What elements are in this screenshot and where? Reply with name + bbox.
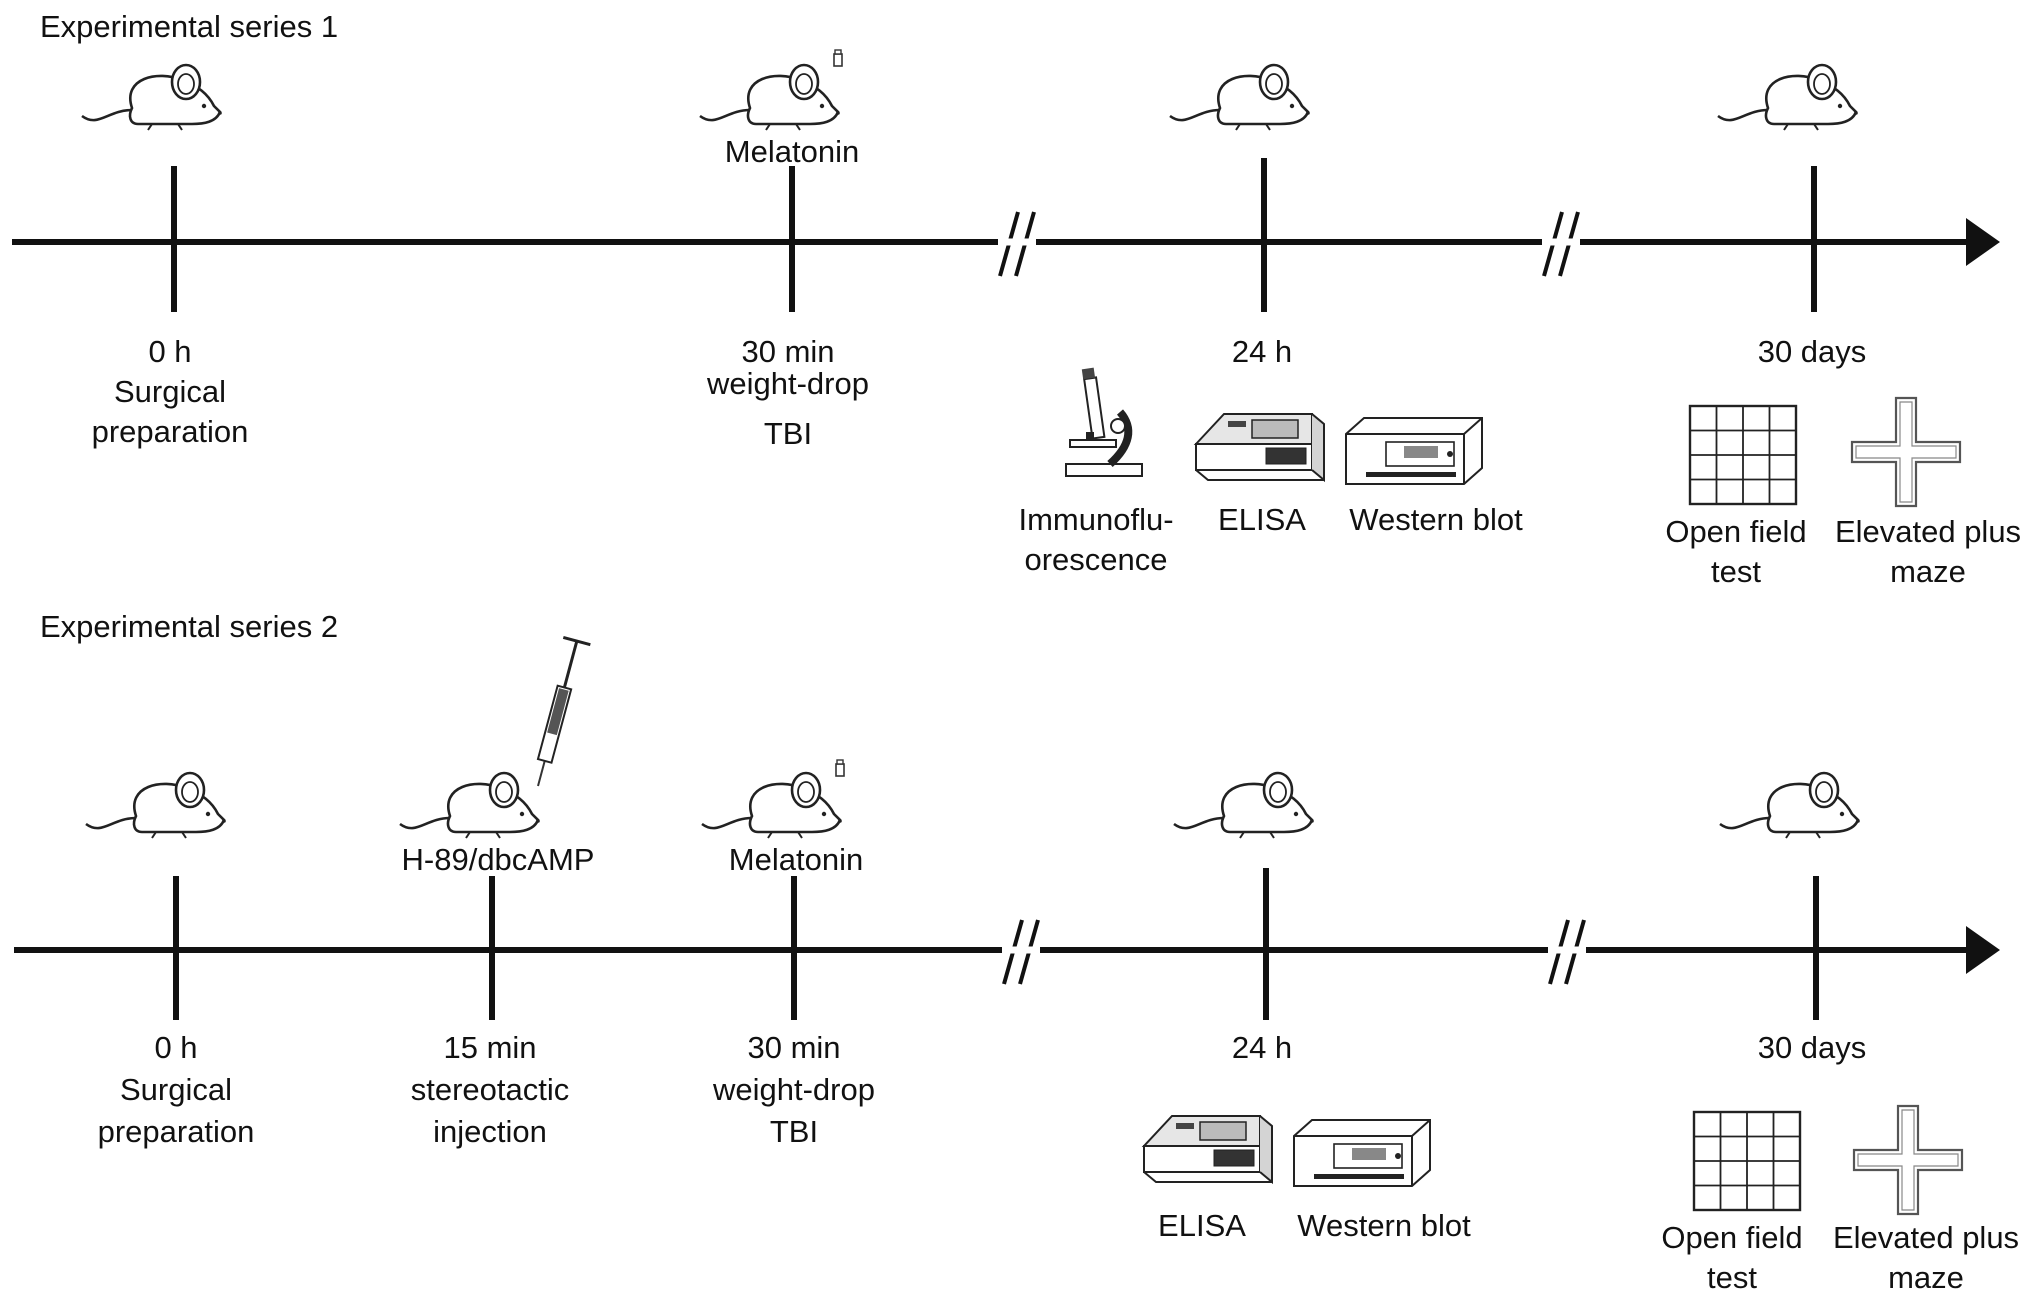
series1-time-0h: 0 h [148, 334, 191, 369]
series1-time-30days: 30 days [1758, 334, 1867, 369]
series2-melatonin-vial-icon [835, 759, 845, 777]
series2-mouse-24h [1172, 771, 1316, 840]
series1-test-openfield-line2: test [1711, 554, 1761, 589]
series1-mouse-30min [698, 63, 842, 132]
series1-desc-30min-line1: weight-drop [706, 366, 869, 401]
series2-axis-arrowhead [1966, 926, 2000, 974]
series2-time-30days: 30 days [1758, 1030, 1867, 1065]
series1-assay-western: Western blot [1349, 502, 1523, 537]
series2-melatonin-label: Melatonin [729, 842, 863, 877]
open-field-grid-icon [1692, 1110, 1802, 1212]
series2-desc-15min-line1: stereotactic [411, 1072, 570, 1107]
series1-desc-0h-line2: preparation [92, 414, 249, 449]
series1-time-30min: 30 min [741, 334, 834, 369]
microscope-icon [1066, 368, 1142, 476]
syringe-icon [522, 635, 592, 792]
series2-axis-break-1 [1002, 919, 1040, 985]
series2-mouse-15min [398, 771, 542, 840]
western-blot-device-icon [1345, 417, 1483, 485]
series1-axis-arrowhead [1966, 218, 2000, 266]
series2-assay-elisa: ELISA [1158, 1208, 1246, 1243]
series2-title: Experimental series 2 [40, 609, 338, 644]
series2-mouse-30min [700, 771, 844, 840]
series1-test-plusmaze-line1: Elevated plus [1835, 514, 2021, 549]
series2-time-24h: 24 h [1232, 1030, 1292, 1065]
series1-mouse-30days [1716, 63, 1860, 132]
series1-test-plusmaze-line2: maze [1890, 554, 1966, 589]
series1-melatonin-label: Melatonin [725, 134, 859, 169]
series2-time-15min: 15 min [443, 1030, 536, 1065]
series1-time-24h: 24 h [1232, 334, 1292, 369]
series1-axis-break-2 [1542, 211, 1580, 277]
series2-test-plusmaze-line1: Elevated plus [1833, 1220, 2019, 1255]
series2-mouse-0h [84, 771, 228, 840]
elevated-plus-maze-icon [1852, 1104, 1964, 1216]
open-field-grid-icon [1688, 404, 1798, 506]
series2-desc-30min-line2: TBI [770, 1114, 818, 1149]
series2-mouse-30days [1718, 771, 1862, 840]
series2-time-0h: 0 h [154, 1030, 197, 1065]
series1-mouse-0h [80, 63, 224, 132]
plate-reader-icon [1195, 413, 1325, 481]
series2-time-30min: 30 min [747, 1030, 840, 1065]
series2-axis-break-2 [1548, 919, 1586, 985]
series2-desc-0h-line1: Surgical [120, 1072, 232, 1107]
western-blot-device-icon [1293, 1119, 1431, 1187]
series1-desc-30min-line2: TBI [764, 416, 812, 451]
series1-title: Experimental series 1 [40, 9, 338, 44]
series2-test-openfield-line1: Open field [1661, 1220, 1802, 1255]
series1-assay-elisa: ELISA [1218, 502, 1306, 537]
series2-test-plusmaze-line2: maze [1888, 1260, 1964, 1295]
series1-assay-immuno-line2: orescence [1024, 542, 1167, 577]
series1-melatonin-vial-icon [833, 49, 843, 67]
series2-desc-30min-line1: weight-drop [712, 1072, 875, 1107]
series1-axis-break-1 [998, 211, 1036, 277]
series1-test-openfield-line1: Open field [1665, 514, 1806, 549]
series2-injection-label: H-89/dbcAMP [402, 842, 595, 877]
series2-assay-western: Western blot [1297, 1208, 1471, 1243]
series1-assay-immuno-line1: Immunoflu- [1018, 502, 1173, 537]
series1-mouse-24h [1168, 63, 1312, 132]
plate-reader-icon [1143, 1115, 1273, 1183]
series2-desc-15min-line2: injection [433, 1114, 547, 1149]
series1-desc-0h-line1: Surgical [114, 374, 226, 409]
elevated-plus-maze-icon [1850, 396, 1962, 508]
series2-test-openfield-line2: test [1707, 1260, 1757, 1295]
series2-desc-0h-line2: preparation [98, 1114, 255, 1149]
